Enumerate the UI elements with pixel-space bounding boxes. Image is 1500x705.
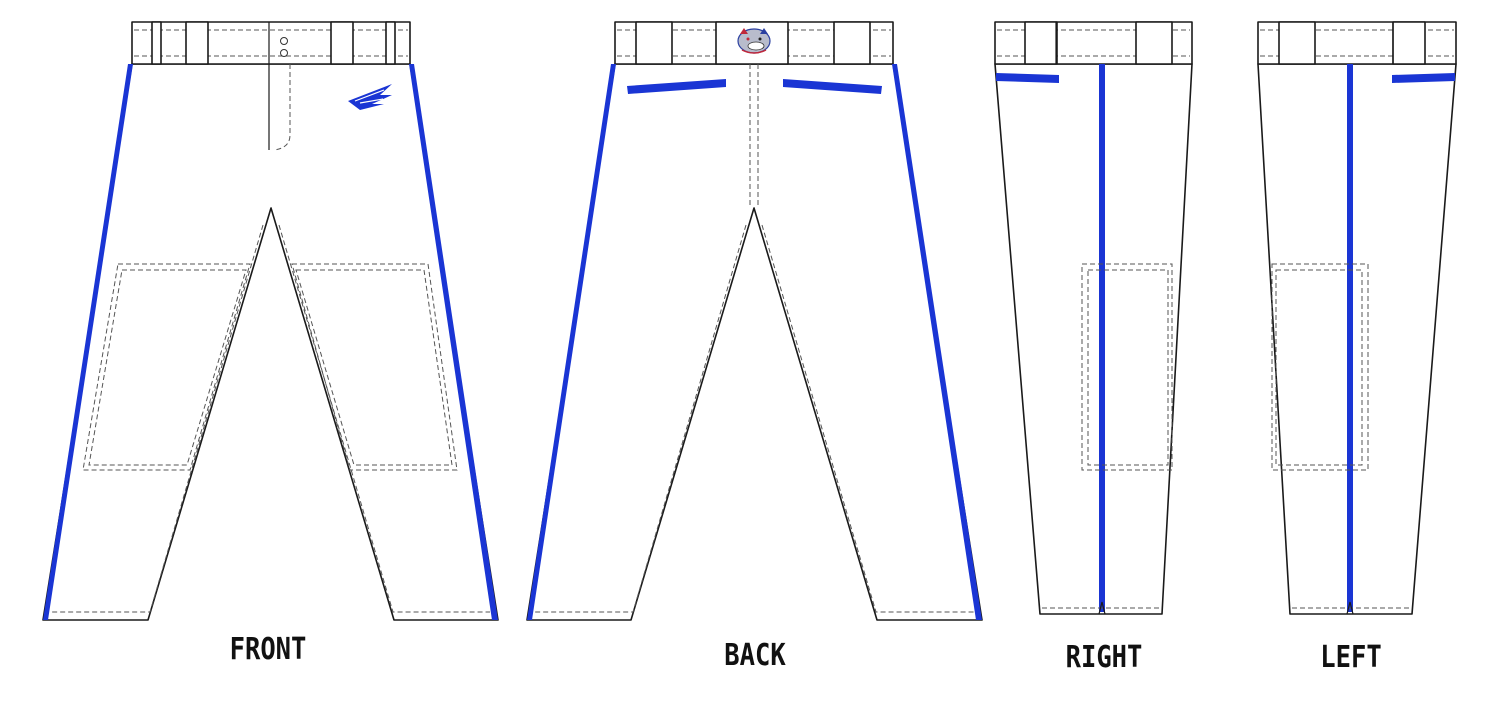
back-left-pocket-welt (627, 79, 726, 94)
front-waistband (131, 21, 411, 65)
front-left-knee-patch (82, 263, 251, 471)
left-view (1257, 21, 1457, 615)
back-pants-body (526, 63, 983, 621)
front-view-label: FRONT (229, 632, 307, 667)
left-belt-loop (1278, 21, 1316, 65)
left-side-stripe (1347, 64, 1353, 612)
back-right-pocket-welt (783, 79, 882, 94)
right-pants-body (994, 63, 1193, 615)
button-icon (280, 49, 288, 57)
front-right-side-stripe (409, 64, 498, 620)
front-pants-body (42, 63, 499, 621)
left-knee-patch (1271, 263, 1369, 471)
front-view (42, 21, 499, 621)
left-pants-body (1257, 63, 1457, 615)
back-view (526, 21, 983, 621)
right-side-stripe (1099, 64, 1105, 612)
right-pocket-welt (996, 73, 1059, 83)
right-knee-patch (1081, 263, 1173, 471)
back-belt-loop (635, 21, 673, 65)
front-belt-loop (330, 21, 354, 65)
right-belt-loop (1135, 21, 1173, 65)
back-right-side-stripe (892, 64, 982, 620)
left-pocket-welt (1392, 73, 1455, 83)
back-view-label: BACK (724, 638, 786, 673)
front-right-knee-patch (291, 263, 458, 471)
right-view (994, 21, 1193, 615)
arrow-chevron-logo-icon (348, 84, 392, 110)
front-belt-loop (151, 21, 162, 65)
left-belt-loop (1392, 21, 1426, 65)
right-view-label: RIGHT (1065, 640, 1143, 675)
front-belt-loop (385, 21, 396, 65)
back-left-side-stripe (527, 64, 616, 620)
left-view-label: LEFT (1320, 640, 1382, 675)
right-belt-loop (1024, 21, 1058, 65)
front-left-side-stripe (43, 64, 133, 620)
front-belt-loop (185, 21, 209, 65)
button-icon (280, 37, 288, 45)
back-belt-loop (833, 21, 871, 65)
bulldog-mascot-icon (737, 28, 771, 54)
